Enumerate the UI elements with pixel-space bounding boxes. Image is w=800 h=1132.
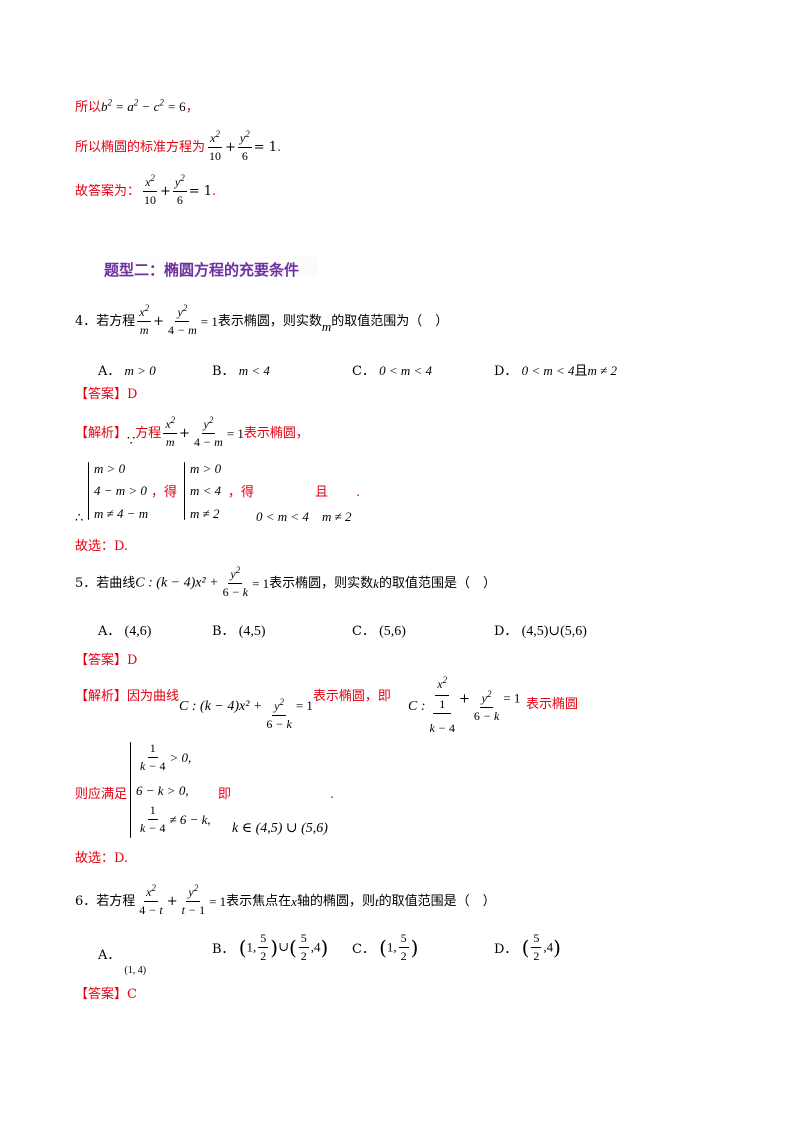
q4-answer: 【答案】D <box>75 387 138 402</box>
q4-comma-de-2: ，得 <box>228 485 255 500</box>
q5-result: k ∈ (4,5) ∪ (5,6) <box>232 821 328 836</box>
q5-option-c[interactable]: C． (5,6) <box>352 624 406 639</box>
q5-option-b[interactable]: B． (4,5) <box>212 624 266 639</box>
q4-result-1: 0 < m < 4 <box>256 509 309 524</box>
q5-answer: 【答案】D <box>75 653 138 668</box>
q5-period: . <box>330 787 335 802</box>
q4-result-2: m ≠ 2 <box>322 509 352 524</box>
q4-option-d[interactable]: D． 0 < m < 4且m ≠ 2 <box>494 363 618 379</box>
q6-option-a[interactable]: A．(1, 4) <box>98 948 147 976</box>
math-b-squared: b2 = a2 − c2 = 6 <box>101 97 186 114</box>
section-heading: 题型二：椭圆方程的充要条件 <box>104 261 300 279</box>
q5-ji: 即 <box>218 787 232 802</box>
q4-option-b[interactable]: B． m < 4 <box>212 363 270 379</box>
q4-brace-2 <box>184 462 185 520</box>
q5-analysis-text3: 表示椭圆 <box>526 697 579 712</box>
line-b-squared: 所以b2 = a2 − c2 = 6， <box>75 97 199 115</box>
q4-period: . <box>356 485 361 500</box>
q4-brace-1 <box>88 462 89 520</box>
q5-choose: 故选：D. <box>75 851 129 866</box>
q5-brace <box>130 742 131 838</box>
q4-option-a[interactable]: A． m > 0 <box>98 363 156 379</box>
q5-should-satisfy: 则应满足 <box>75 787 128 802</box>
q5-option-a[interactable]: A． (4,6) <box>98 624 152 639</box>
q4-comma-de-1: ，得 <box>151 485 178 500</box>
q6-answer: 【答案】C <box>75 987 137 1002</box>
heading-background <box>104 257 318 277</box>
q5-sys-row-2: 6 − k > 0, <box>136 783 189 798</box>
q5-option-d[interactable]: D． (4,5)∪(5,6) <box>494 624 587 639</box>
q5-curve-expr: C : (k − 4)x² + <box>179 699 263 714</box>
q4-therefore: ∴ <box>75 511 84 526</box>
q4-option-c[interactable]: C． 0 < m < 4 <box>352 363 433 379</box>
q4-and: 且 <box>315 485 329 500</box>
q4-choose: 故选：D. <box>75 539 129 554</box>
